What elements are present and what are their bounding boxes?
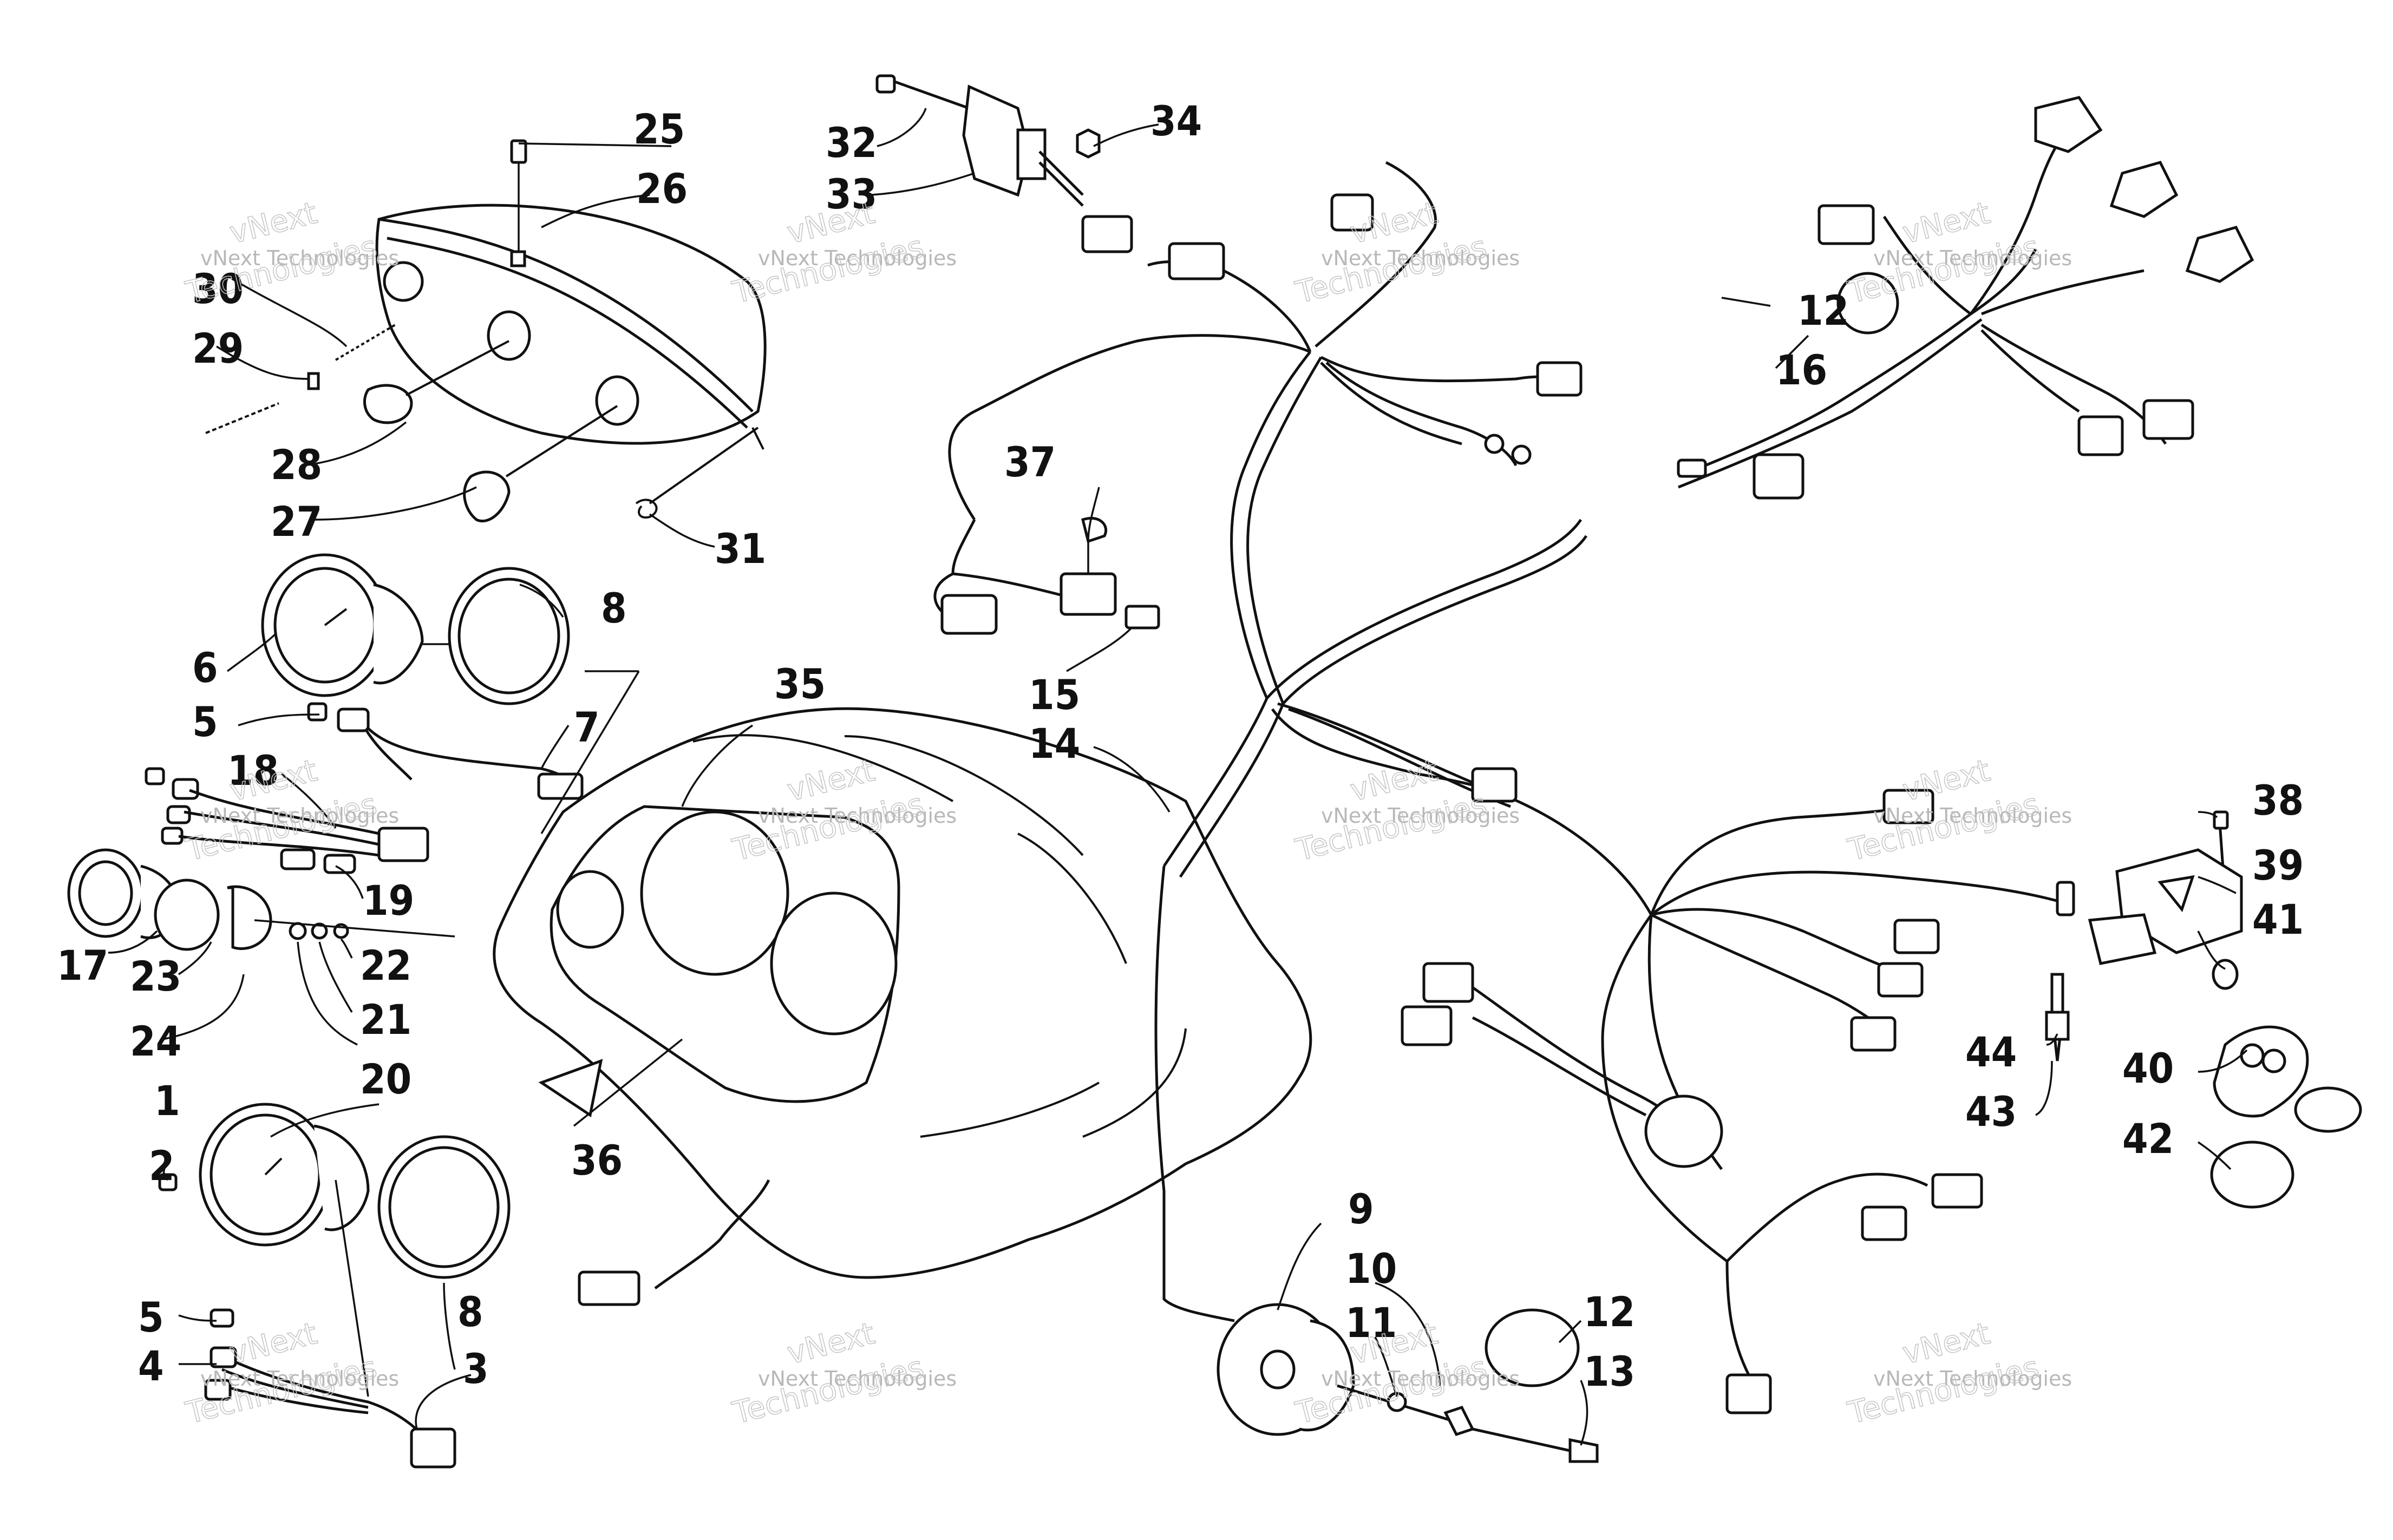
callout-26: 26 bbox=[636, 165, 688, 213]
callout-44: 44 bbox=[1965, 1028, 2017, 1076]
watermark-text: vNext bbox=[226, 1316, 321, 1372]
headlight-assembly bbox=[205, 139, 767, 522]
instrument-harness bbox=[161, 778, 429, 874]
callout-5a: 5 bbox=[192, 698, 218, 746]
rear-harness bbox=[1154, 789, 2075, 1414]
watermark-text: vNext bbox=[226, 195, 321, 251]
callout-9: 9 bbox=[1348, 1185, 1374, 1233]
watermark-text: Technologies bbox=[182, 229, 381, 310]
callout-35: 35 bbox=[774, 660, 826, 708]
callout-42: 42 bbox=[2122, 1115, 2174, 1163]
callout-8a: 8 bbox=[601, 584, 627, 632]
callout-1: 1 bbox=[154, 1077, 180, 1125]
callout-17: 17 bbox=[57, 941, 108, 989]
watermark-text: vNext Technologies bbox=[1321, 246, 1520, 270]
callout-39: 39 bbox=[2252, 841, 2304, 889]
watermark-text: vNext Technologies bbox=[200, 246, 399, 270]
callout-36: 36 bbox=[571, 1136, 623, 1184]
callout-28: 28 bbox=[271, 441, 322, 489]
small-gauge-assembly bbox=[67, 848, 455, 951]
callout-5b: 5 bbox=[138, 1293, 164, 1341]
speedometer-drive bbox=[1162, 1191, 1599, 1463]
watermark-text: vNext Technologies bbox=[1873, 1367, 2072, 1391]
main-wiring-harness bbox=[948, 161, 1653, 916]
callout-43: 43 bbox=[1965, 1087, 2017, 1136]
callout-6: 6 bbox=[192, 644, 218, 692]
callout-34: 34 bbox=[1150, 97, 1202, 145]
callout-22: 22 bbox=[360, 941, 411, 989]
watermark-text: vNext Technologies bbox=[1873, 804, 2072, 828]
tachometer-assembly bbox=[145, 553, 584, 800]
harness-16 bbox=[1677, 96, 2254, 500]
callout-23: 23 bbox=[130, 952, 181, 1000]
callout-12b: 12 bbox=[1584, 1288, 1635, 1336]
watermark-text: vNext Technologies bbox=[200, 804, 399, 828]
callout-8b: 8 bbox=[457, 1288, 483, 1336]
callout-7: 7 bbox=[574, 703, 600, 751]
callout-19: 19 bbox=[363, 876, 414, 925]
callout-30: 30 bbox=[192, 265, 244, 313]
hood-connector bbox=[578, 1179, 770, 1306]
callout-14: 14 bbox=[1029, 719, 1080, 768]
speedometer-assembly bbox=[158, 1103, 511, 1469]
hood-dash-panel bbox=[493, 707, 1312, 1279]
callout-10: 10 bbox=[1345, 1244, 1397, 1293]
callout-40: 40 bbox=[2122, 1044, 2174, 1092]
control-module-parts bbox=[2045, 810, 2362, 1209]
callout-20: 20 bbox=[360, 1055, 411, 1103]
callout-38: 38 bbox=[2252, 776, 2304, 824]
watermark-text: vNext Technologies bbox=[1873, 246, 2072, 270]
callout-32: 32 bbox=[826, 119, 877, 167]
watermark-text: vNext Technologies bbox=[200, 1367, 399, 1391]
callout-3: 3 bbox=[463, 1345, 489, 1393]
watermark-text: vNext Technologies bbox=[758, 804, 957, 828]
fuse-block bbox=[933, 516, 1160, 635]
callout-16: 16 bbox=[1776, 346, 1827, 394]
watermark-text: vNext Technologies bbox=[1321, 1367, 1520, 1391]
watermark-text: vNext Technologies bbox=[1321, 804, 1520, 828]
callout-2: 2 bbox=[149, 1142, 175, 1190]
callout-25: 25 bbox=[633, 105, 685, 153]
callout-33: 33 bbox=[826, 170, 877, 218]
callout-21: 21 bbox=[360, 995, 411, 1044]
callout-labels: 1 2 3 4 5 5 6 7 8 8 9 10 11 12 12 13 14 … bbox=[57, 97, 2304, 1395]
watermark-text: vNext Technologies bbox=[758, 1367, 957, 1391]
callout-41: 41 bbox=[2252, 895, 2304, 943]
callout-24: 24 bbox=[130, 1017, 181, 1065]
callout-11: 11 bbox=[1345, 1299, 1397, 1347]
callout-37: 37 bbox=[1004, 438, 1056, 486]
callout-15: 15 bbox=[1029, 671, 1080, 719]
callout-12a: 12 bbox=[1797, 286, 1849, 335]
callout-4: 4 bbox=[138, 1342, 164, 1390]
callout-18: 18 bbox=[227, 746, 279, 795]
leader-lines bbox=[108, 108, 2248, 1446]
callout-13: 13 bbox=[1584, 1347, 1635, 1395]
callout-27: 27 bbox=[271, 497, 322, 546]
callout-31: 31 bbox=[715, 525, 766, 573]
callout-29: 29 bbox=[192, 324, 244, 372]
relay-assembly bbox=[875, 74, 1133, 253]
watermark-text: vNext Technologies bbox=[758, 246, 957, 270]
